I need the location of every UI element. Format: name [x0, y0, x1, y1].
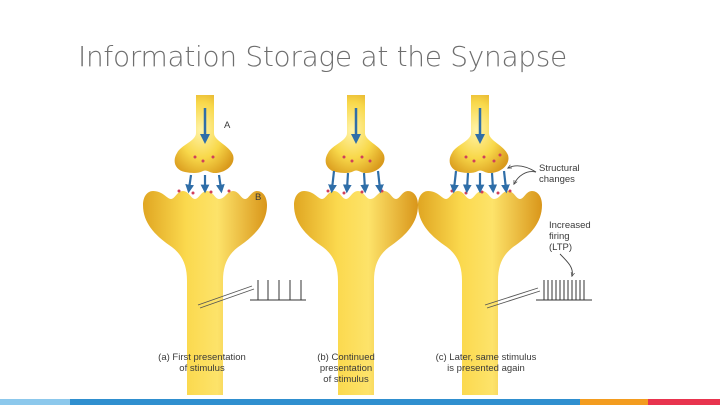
footer-segment-orange: [580, 399, 648, 405]
label-a: A: [224, 120, 230, 131]
caption-a-line-1: (a) First presentation: [140, 352, 264, 363]
increased-firing-line-2: firing: [549, 231, 591, 242]
caption-c-line-2: is presented again: [424, 363, 548, 374]
caption-b-line-3: of stimulus: [296, 374, 396, 385]
structural-changes-label: Structural changes: [539, 163, 580, 185]
footer-segment-blue: [70, 399, 580, 405]
structural-changes-line-1: Structural: [539, 163, 580, 174]
synapse-a: [143, 95, 267, 395]
spike-train-c: [536, 280, 592, 300]
spike-train-a: [250, 280, 306, 300]
caption-c: (c) Later, same stimulus is presented ag…: [424, 352, 548, 374]
caption-b: (b) Continued presentation of stimulus: [296, 352, 396, 385]
caption-b-line-1: (b) Continued: [296, 352, 396, 363]
increased-firing-line-1: Increased: [549, 220, 591, 231]
footer-segment-light-blue: [0, 399, 70, 405]
caption-a: (a) First presentation of stimulus: [140, 352, 264, 374]
synapse-c: [418, 95, 542, 395]
caption-b-line-2: presentation: [296, 363, 396, 374]
synapse-b: [294, 95, 418, 395]
increased-firing-line-3: (LTP): [549, 242, 591, 253]
caption-c-line-1: (c) Later, same stimulus: [424, 352, 548, 363]
structural-changes-pointer-2: [508, 166, 536, 172]
ltp-pointer: [560, 254, 572, 276]
caption-a-line-2: of stimulus: [140, 363, 264, 374]
increased-firing-label: Increased firing (LTP): [549, 220, 591, 253]
label-b: B: [255, 192, 261, 203]
structural-changes-line-2: changes: [539, 174, 580, 185]
footer-segment-red: [648, 399, 720, 405]
structural-changes-pointer: [514, 172, 536, 184]
footer-color-bar: [0, 399, 720, 405]
